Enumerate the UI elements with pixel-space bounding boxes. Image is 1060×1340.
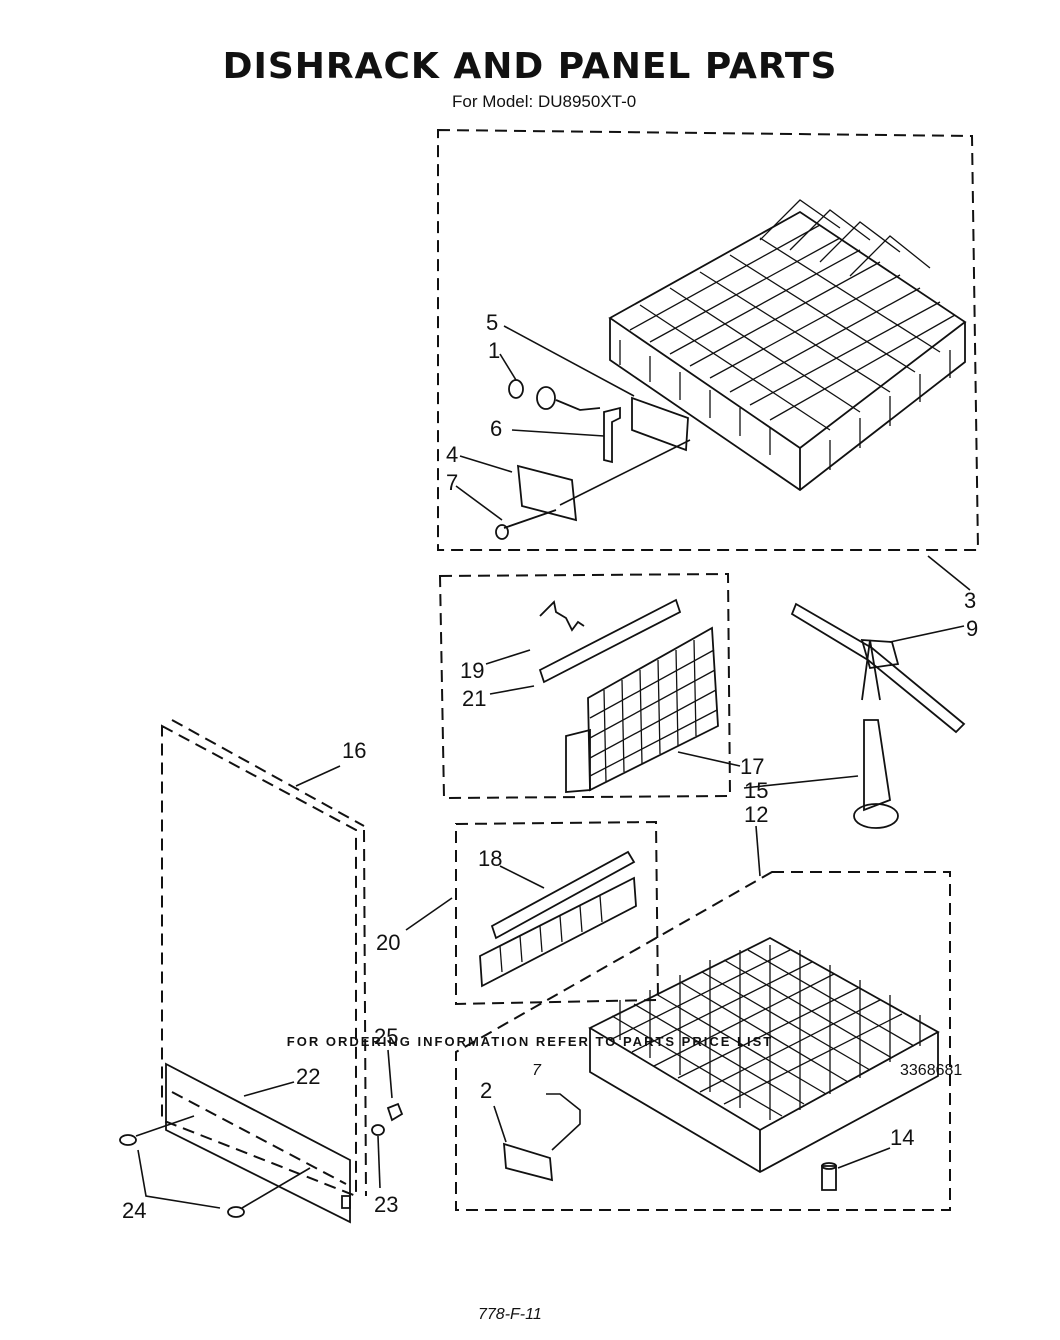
spray-arm-assembly xyxy=(790,602,966,829)
callout-labels: 5 1 6 4 7 3 9 19 21 16 17 15 12 18 20 25… xyxy=(122,310,978,1223)
callout-9: 9 xyxy=(966,616,978,641)
callout-23: 23 xyxy=(374,1192,398,1217)
lower-dishrack xyxy=(588,936,940,1174)
rack-adjuster-parts xyxy=(495,379,691,540)
callout-15: 15 xyxy=(744,778,768,803)
callout-4: 4 xyxy=(446,442,458,467)
callout-17: 17 xyxy=(740,754,764,779)
callout-1: 1 xyxy=(488,338,500,363)
callout-5: 5 xyxy=(486,310,498,335)
basket-group xyxy=(438,572,732,800)
callout-14: 14 xyxy=(890,1125,914,1150)
page-title: DISHRACK AND PANEL PARTS xyxy=(222,46,838,87)
callout-3: 3 xyxy=(964,588,976,613)
callout-22: 22 xyxy=(296,1064,320,1089)
handwritten-note: 778-F-11 xyxy=(478,1306,542,1323)
leader-lines xyxy=(135,325,971,1209)
callout-12: 12 xyxy=(744,802,768,827)
document-number: 3368681 xyxy=(900,1062,963,1079)
callout-2: 2 xyxy=(480,1078,492,1103)
callout-25: 25 xyxy=(374,1024,398,1049)
callout-24: 24 xyxy=(122,1198,146,1223)
callout-18: 18 xyxy=(478,846,502,871)
callout-6: 6 xyxy=(490,416,502,441)
callout-19: 19 xyxy=(460,658,484,683)
callout-21: 21 xyxy=(462,686,486,711)
rack-rail-group xyxy=(455,820,660,1006)
callout-16: 16 xyxy=(342,738,366,763)
door-panel-assembly xyxy=(119,719,404,1224)
model-subtitle: For Model: DU8950XT-0 xyxy=(452,92,637,111)
callout-20: 20 xyxy=(376,930,400,955)
callout-7: 7 xyxy=(446,470,458,495)
ordering-info-note: FOR ORDERING INFORMATION REFER TO PARTS … xyxy=(286,1034,774,1049)
lower-rack-group xyxy=(455,871,951,1211)
silverware-basket xyxy=(565,626,719,793)
upper-dishrack xyxy=(608,199,967,492)
page-number: 7 xyxy=(532,1062,541,1079)
upper-rack-group xyxy=(437,128,980,551)
